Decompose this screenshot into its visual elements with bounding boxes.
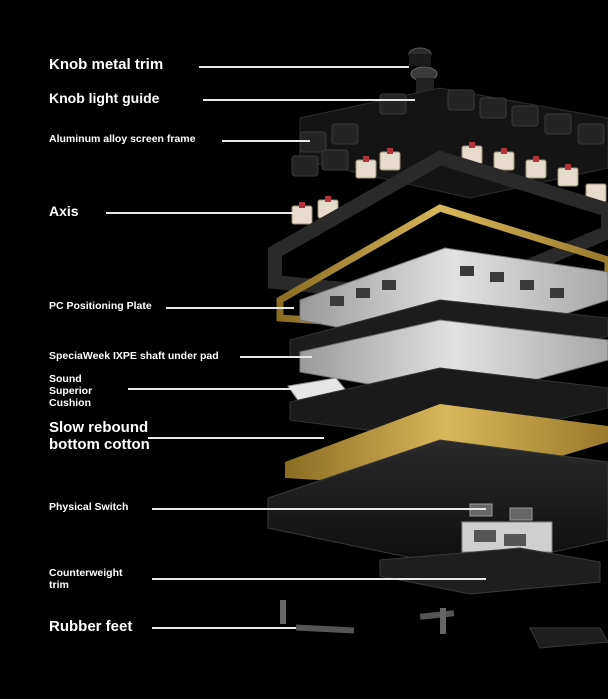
leader-knob-light-guide xyxy=(203,99,415,101)
label-knob-light-guide: Knob light guide xyxy=(49,90,160,106)
label-sound-cushion: Sound Superior Cushion xyxy=(49,373,92,409)
label-bottom-cotton-line-1: Slow rebound xyxy=(49,419,149,436)
leader-knob-metal-trim xyxy=(199,66,409,68)
label-sound-cushion-line-2: Superior xyxy=(49,385,93,398)
leader-screen-frame xyxy=(222,140,310,142)
leader-bottom-cotton xyxy=(148,437,324,439)
label-axis: Axis xyxy=(49,203,79,219)
label-screen-frame: Aluminum alloy screen frame xyxy=(49,133,196,145)
label-sound-cushion-line-3: Cushion xyxy=(49,397,91,410)
leader-ixpe-pad xyxy=(240,356,312,358)
leader-sound-cushion xyxy=(128,388,296,390)
leader-counterweight xyxy=(152,578,486,580)
label-pc-plate: PC Positioning Plate xyxy=(49,300,152,312)
top-frame xyxy=(268,150,608,308)
label-counterweight: Counterweight trim xyxy=(49,567,123,591)
label-counterweight-line-1: Counterweight xyxy=(49,567,123,579)
label-knob-metal-trim: Knob metal trim xyxy=(49,56,164,73)
plate-cutouts xyxy=(330,266,564,306)
label-bottom-cotton: Slow rebound bottom cotton xyxy=(49,419,150,454)
label-bottom-cotton-line-2: bottom cotton xyxy=(49,436,150,454)
label-rubber-feet: Rubber feet xyxy=(49,618,133,635)
label-ixpe-pad: SpeciaWeek IXPE shaft under pad xyxy=(49,350,219,362)
leader-axis xyxy=(106,212,294,214)
physical-switch-part xyxy=(461,503,553,553)
gold-plate xyxy=(276,204,608,334)
leader-pc-plate xyxy=(166,307,294,309)
rubber-feet-shape xyxy=(280,600,608,649)
label-physical-switch: Physical Switch xyxy=(49,501,129,513)
label-counterweight-line-2: trim xyxy=(49,579,69,592)
counterweight-shape xyxy=(379,547,601,595)
leader-physical-switch xyxy=(152,508,486,510)
label-sound-cushion-line-1: Sound xyxy=(49,373,82,385)
leader-rubber-feet xyxy=(152,627,296,629)
